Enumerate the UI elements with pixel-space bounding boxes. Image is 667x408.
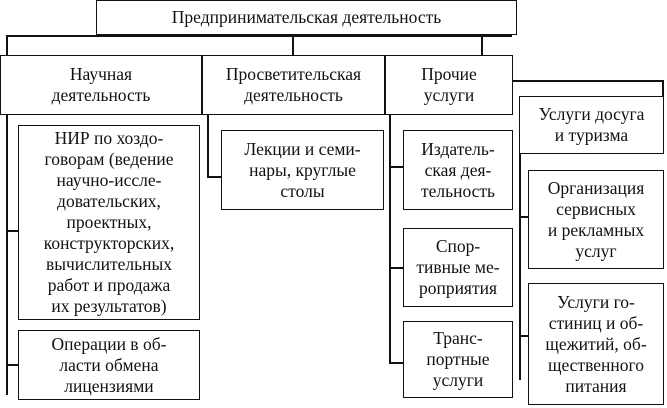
research-contracts-node: НИР по хоздо- говорам (ведение научно-ис…	[18, 125, 200, 320]
connector-line	[389, 362, 403, 364]
connector-line	[389, 267, 403, 269]
educational-activity-label: Просветительская деятельность	[225, 64, 362, 105]
educational-activity-node: Просветительская деятельность	[202, 55, 385, 115]
connector-line	[6, 364, 18, 366]
scientific-activity-node: Научная деятельность	[0, 55, 202, 115]
lectures-seminars-node: Лекции и семи- нары, круглые столы	[221, 130, 384, 210]
research-contracts-label: НИР по хоздо- говорам (ведение научно-ис…	[43, 128, 175, 316]
license-exchange-node: Операции в об- ласти обмена лицензиями	[18, 330, 200, 400]
other-services-node: Прочие услуги	[385, 55, 513, 115]
connector-line	[389, 115, 391, 363]
publishing-label: Издатель- ская дея- тельность	[420, 138, 496, 201]
connector-line	[481, 35, 483, 55]
root-node: Предпринимательская деятельность	[96, 0, 517, 35]
connector-line	[6, 230, 18, 232]
connector-line	[662, 80, 664, 96]
service-advertising-label: Организация сервисных и рекламных услуг	[547, 177, 645, 261]
hotel-catering-node: Услуги го- стиниц и об- щежитий, об- щес…	[528, 283, 664, 405]
connector-line	[519, 335, 528, 337]
service-advertising-node: Организация сервисных и рекламных услуг	[528, 170, 664, 269]
connector-line	[207, 115, 209, 177]
connector-line	[389, 166, 403, 168]
lectures-seminars-label: Лекции и семи- нары, круглые столы	[244, 138, 361, 201]
publishing-node: Издатель- ская дея- тельность	[403, 130, 513, 210]
root-node-label: Предпринимательская деятельность	[171, 7, 442, 27]
connector-line	[6, 115, 8, 395]
license-exchange-label: Операции в об- ласти обмена лицензиями	[51, 333, 167, 396]
other-services-label: Прочие услуги	[421, 64, 477, 105]
transport-services-node: Транс- портные услуги	[403, 321, 513, 398]
connector-line	[519, 100, 521, 380]
hotel-catering-label: Услуги го- стиниц и об- щежитий, об- щес…	[545, 291, 647, 396]
connector-line	[6, 35, 512, 37]
connector-line	[292, 35, 294, 55]
connector-line	[519, 216, 528, 218]
connector-line	[513, 80, 663, 82]
connector-line	[6, 35, 8, 55]
sports-events-label: Спор- тивные ме- роприятия	[416, 236, 500, 298]
scientific-activity-label: Научная деятельность	[51, 64, 151, 105]
leisure-tourism-label: Услуги досуга и туризма	[538, 104, 645, 145]
sports-events-node: Спор- тивные ме- роприятия	[403, 228, 513, 307]
connector-line	[207, 176, 221, 178]
leisure-tourism-node: Услуги досуга и туризма	[519, 96, 664, 154]
transport-services-label: Транс- портные услуги	[426, 328, 490, 390]
